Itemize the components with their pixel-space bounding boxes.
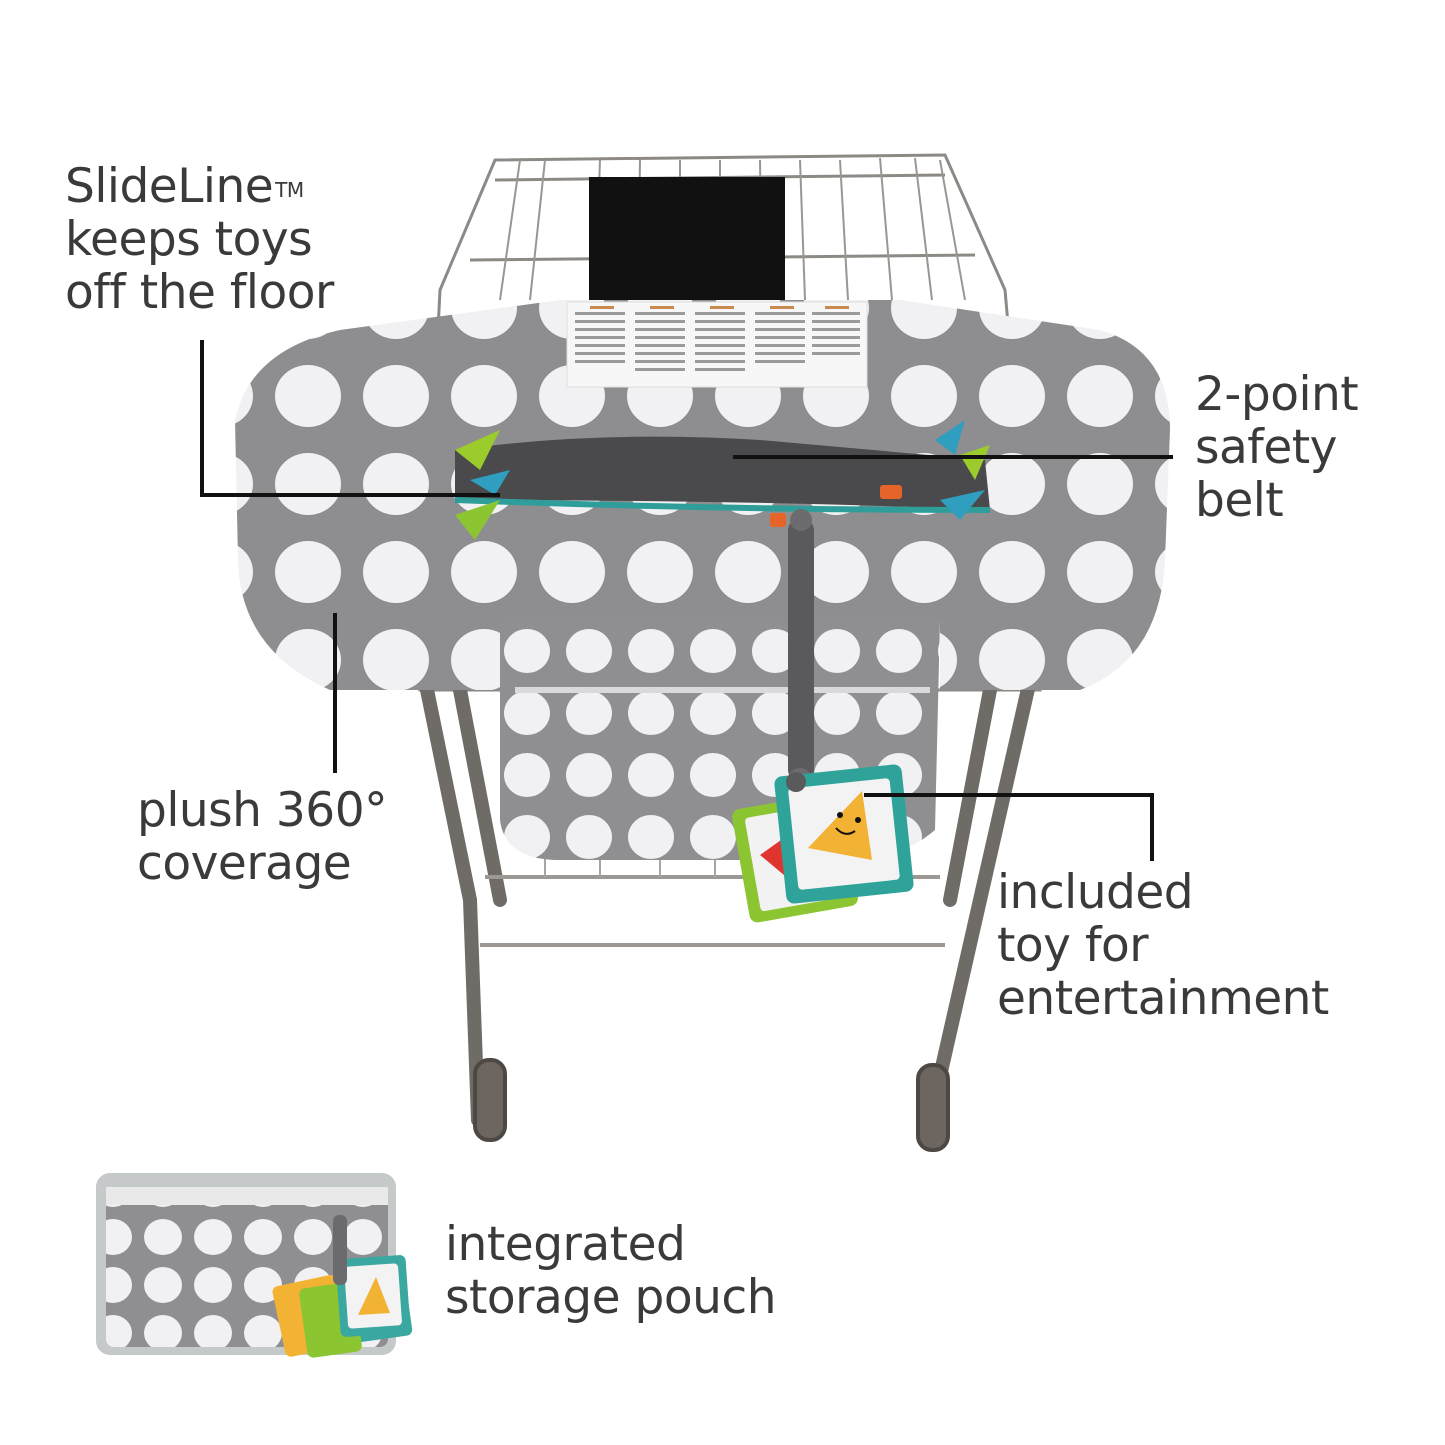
toy-callout-horizontal bbox=[864, 793, 1154, 797]
coverage-callout bbox=[333, 613, 337, 773]
safety-belt-label: 2-point safety belt bbox=[1195, 367, 1359, 528]
safety-belt-line-3: belt bbox=[1195, 473, 1284, 528]
toy-line-3: entertainment bbox=[997, 971, 1329, 1026]
coverage-label: plush 360° coverage bbox=[137, 783, 388, 891]
slideline-line-3: off the floor bbox=[65, 265, 334, 320]
triangle-smiley-toy bbox=[732, 764, 914, 923]
trademark-mark: TM bbox=[275, 178, 304, 202]
coverage-line-2: coverage bbox=[137, 836, 352, 891]
slideline-callout-horizontal bbox=[200, 493, 500, 497]
storage-pouch-photo bbox=[96, 1173, 413, 1358]
slideline-callout-vertical bbox=[200, 340, 204, 497]
slideline-line-1: SlideLine bbox=[65, 159, 274, 214]
toy-line-1: included bbox=[997, 865, 1194, 920]
slideline-line-2: keeps toys bbox=[65, 212, 313, 267]
safety-belt-callout bbox=[733, 455, 1173, 459]
pouch-line-2: storage pouch bbox=[445, 1270, 777, 1325]
pouch-line-1: integrated bbox=[445, 1217, 686, 1272]
safety-belt-line-2: safety bbox=[1195, 420, 1338, 475]
coverage-line-1: plush 360° bbox=[137, 783, 388, 838]
pouch-label: integrated storage pouch bbox=[445, 1217, 777, 1325]
toy-line-2: toy for bbox=[997, 918, 1149, 973]
safety-belt-line-1: 2-point bbox=[1195, 367, 1359, 422]
toy-label: included toy for entertainment bbox=[997, 866, 1329, 1025]
toy-callout-vertical bbox=[1150, 793, 1154, 861]
